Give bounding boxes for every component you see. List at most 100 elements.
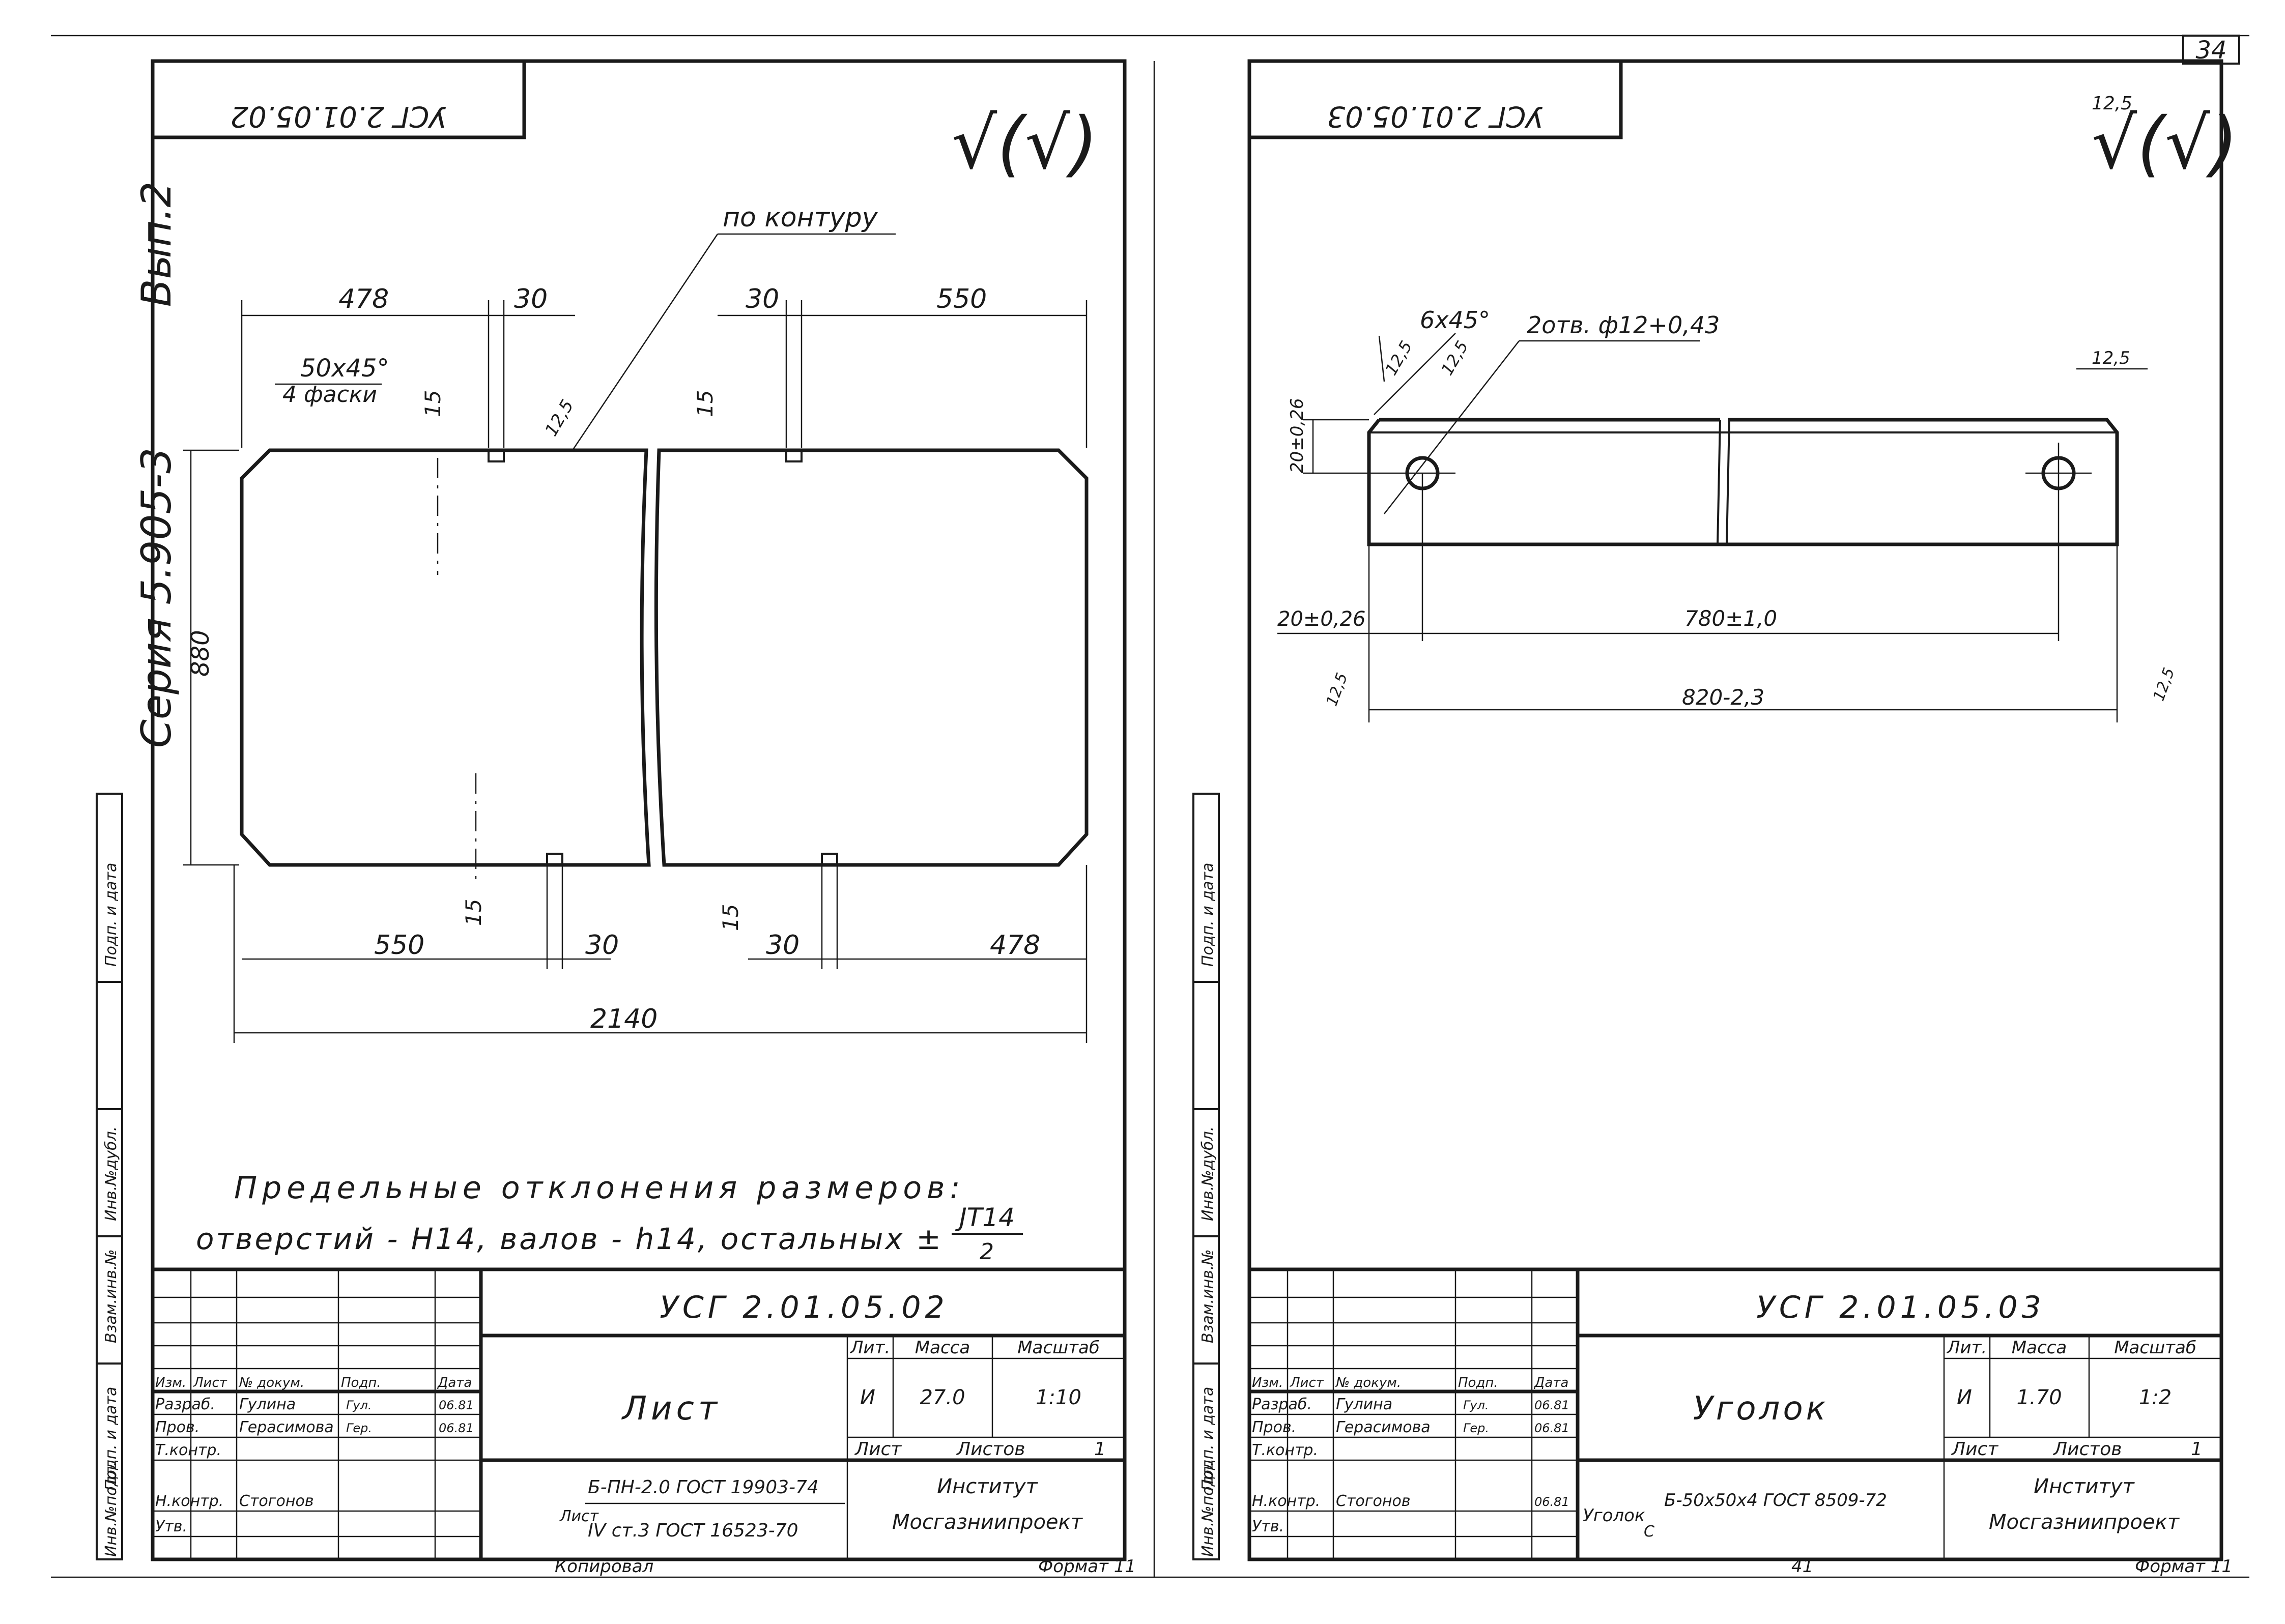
dim-top-left: 478	[338, 284, 389, 314]
side-stamp-sign-2: Подп. и дата	[102, 863, 120, 967]
left-mass: 27.0	[920, 1386, 965, 1409]
dim-hole-offset: 20±0,26	[1277, 607, 1365, 631]
right-org-2: Мосгазниипроект	[1989, 1511, 2180, 1534]
left-material-2: IV ст.3 ГОСТ 16523-70	[588, 1520, 798, 1541]
dim-top-slot-left: 30	[514, 284, 548, 314]
left-sheet: УСГ 2.01.05.02 √(√) Серия 5.905-3 Вып.2 …	[96, 59, 1136, 1577]
angle-outline	[1367, 418, 2119, 546]
left-role-1: Пров.	[155, 1418, 199, 1436]
right-side-stamp: Инв.№подл. Подп. и дата Взам.инв.№ Инв.№…	[1192, 793, 1220, 1560]
dim-slot-depth-tr: 15	[693, 390, 718, 417]
hole-leader	[1384, 340, 1520, 514]
side-stamp-inv: Инв.№подл.	[1199, 1461, 1217, 1557]
left-footer-copied: Копировал	[555, 1556, 653, 1577]
left-org-2: Мосгазниипроект	[892, 1511, 1083, 1534]
right-date-1: 06.81	[1534, 1421, 1569, 1435]
right-role-4: Утв.	[1252, 1518, 1284, 1535]
left-footer-format: Формат 11	[1038, 1556, 1136, 1577]
left-role-3: Н.контр.	[155, 1492, 223, 1510]
right-drawing-code: УСГ 2.01.05.03	[1756, 1290, 2045, 1325]
right-name-1: Герасимова	[1336, 1418, 1431, 1436]
right-role-0: Разраб.	[1252, 1396, 1312, 1413]
series-label: Серия 5.905-3	[133, 448, 180, 748]
left-name-1: Герасимова	[239, 1418, 334, 1436]
right-sheet-label: Лист	[1951, 1439, 1998, 1460]
right-lit: И	[1957, 1386, 1972, 1409]
angle-break-a	[1717, 419, 1721, 545]
right-sheets-label: Листов	[2052, 1439, 2122, 1460]
left-sheets-label: Листов	[956, 1439, 1025, 1460]
right-date-3: 06.81	[1534, 1495, 1569, 1509]
right-org-1: Институт	[2034, 1475, 2135, 1498]
right-rough-a: 12,5	[1381, 337, 1416, 379]
dim-top-slot-right: 30	[746, 284, 779, 314]
left-mirror-code-box	[151, 59, 526, 139]
left-part-name: Лист	[621, 1390, 721, 1428]
left-role-0: Разраб.	[155, 1396, 215, 1413]
left-drawing-code: УСГ 2.01.05.02	[660, 1290, 948, 1325]
side-stamp-sign-2: Подп. и дата	[1199, 863, 1217, 967]
left-scale: 1:10	[1036, 1386, 1081, 1409]
left-role-4: Утв.	[155, 1518, 187, 1535]
right-material-2: С	[1644, 1523, 1654, 1541]
series-issue: Вып.2	[133, 182, 180, 307]
side-stamp-inv: Инв.№подл.	[102, 1461, 120, 1557]
left-sign-0: Гул.	[346, 1398, 372, 1412]
dim-slot-depth-br: 15	[718, 904, 743, 931]
right-sign-0: Гул.	[1463, 1398, 1489, 1412]
right-roughness-mark: √(√)	[2092, 102, 2238, 185]
left-sheets-count: 1	[1094, 1439, 1106, 1460]
tolerance-line-1: Предельные отклонения размеров:	[234, 1170, 965, 1206]
left-material-1: Б-ПН-2.0 ГОСТ 19903-74	[588, 1477, 819, 1498]
right-role-3: Н.контр.	[1252, 1492, 1320, 1510]
side-stamp-dupl: Инв.№дубл.	[102, 1126, 120, 1221]
left-sheet-label: Лист	[854, 1439, 902, 1460]
right-col-date: Дата	[1534, 1375, 1568, 1390]
right-col-izm: Изм.	[1252, 1375, 1283, 1390]
right-material-prefix: Уголок	[1583, 1505, 1645, 1526]
side-stamp-sign-1: Подп. и дата	[102, 1387, 120, 1491]
dim-slot-depth-tl: 15	[420, 390, 445, 417]
contour-note: по контуру	[723, 202, 878, 233]
left-material-prefix: Лист	[559, 1507, 599, 1525]
left-lit-header: Лит.	[849, 1338, 890, 1358]
left-roughness-mark: √(√)	[952, 102, 1098, 185]
left-col-doc: № докум.	[238, 1375, 304, 1390]
right-col-sign: Подп.	[1458, 1375, 1498, 1390]
tolerance-line-2: отверстий - H14, валов - h14, остальных …	[196, 1222, 943, 1256]
right-role-2: Т.контр.	[1252, 1441, 1318, 1459]
left-roughness-small: 12,5	[541, 396, 578, 440]
right-footer-number: 41	[1791, 1556, 1813, 1577]
right-role-1: Пров.	[1252, 1418, 1296, 1436]
right-sheets-count: 1	[2191, 1439, 2203, 1460]
side-stamp-dupl: Инв.№дубл.	[1199, 1126, 1217, 1221]
right-mirror-code-box	[1247, 59, 1623, 139]
right-rough-b: 12,5	[1437, 337, 1472, 379]
left-scale-header: Масштаб	[1017, 1338, 1100, 1358]
dim-slot-depth-bl: 15	[461, 899, 486, 926]
plate-left-half	[240, 448, 651, 867]
contour-leader	[572, 234, 719, 451]
right-name-0: Гулина	[1336, 1396, 1392, 1413]
angle-break-b	[1726, 419, 1730, 545]
plate-right-half	[654, 448, 1089, 867]
left-name-0: Гулина	[239, 1396, 296, 1413]
dim-overall: 2140	[590, 1004, 658, 1034]
chamfer-count: 4 фаски	[282, 382, 377, 408]
slot-top-left	[488, 449, 505, 462]
right-sheet: УСГ 2.01.05.03 √(√) 12,5 2отв. ф12+0,43 …	[1192, 59, 2238, 1577]
side-stamp-sign-1: Подп. и дата	[1199, 1387, 1217, 1491]
slot-bottom-left	[546, 853, 563, 866]
right-material-1: Б-50x50x4 ГОСТ 8509-72	[1664, 1490, 1887, 1511]
right-rough-d: 12,5	[1323, 671, 1352, 709]
dim-bottom-slot-left: 30	[585, 930, 619, 961]
right-col-doc: № докум.	[1335, 1375, 1401, 1390]
tolerance-frac-top: JT14	[955, 1203, 1015, 1232]
right-mass-header: Масса	[2012, 1338, 2067, 1358]
right-col-list: Лист	[1290, 1375, 1324, 1390]
right-roughness-value: 12,5	[2092, 93, 2132, 114]
dim-bottom-left: 550	[374, 930, 424, 961]
dim-height: 880	[186, 630, 215, 677]
left-mirror-code: УСГ 2.01.05.02	[230, 100, 446, 133]
